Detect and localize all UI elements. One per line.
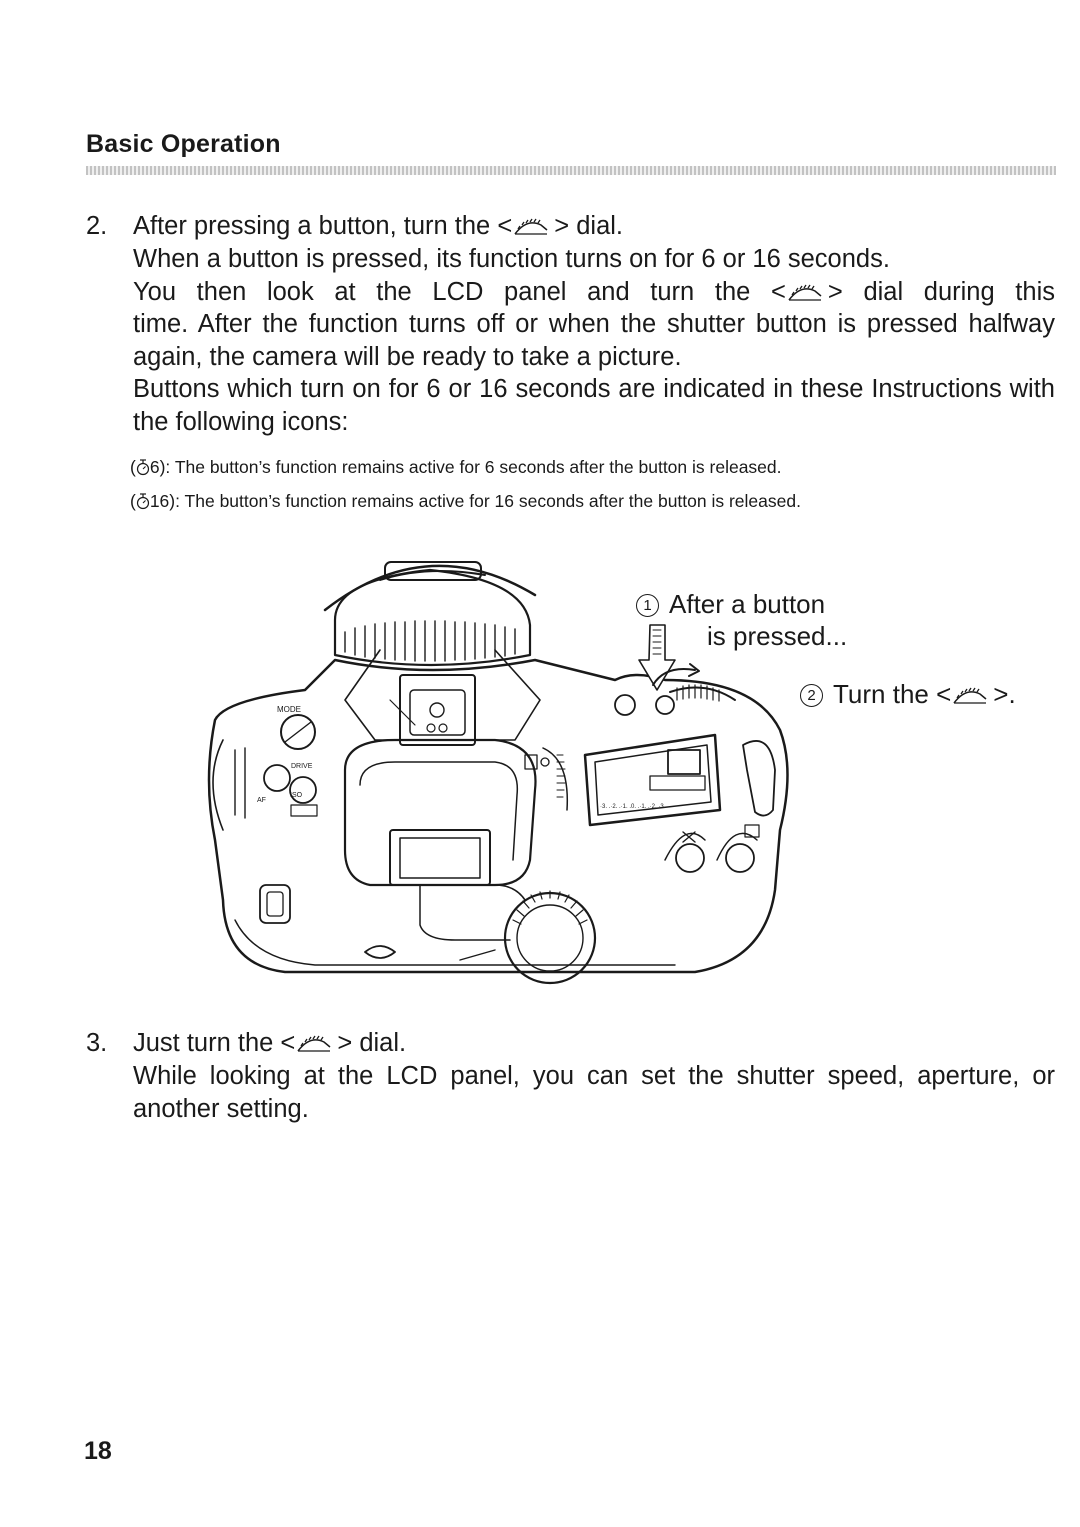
circled-number-1: 1 — [636, 594, 659, 617]
step-2-para1-line1: When a button is pressed, its function t… — [133, 245, 890, 273]
step-3-number: 3. — [86, 1029, 108, 1057]
callout-1: 1 After a button — [636, 588, 825, 620]
step-2-heading-end: dial. — [576, 212, 623, 240]
camera-top-illustration: MODE DRIVE ISO AF ·3. .·2. .·1. .0. .·1.… — [207, 561, 789, 985]
section-rule — [86, 166, 1056, 175]
circled-number-2: 2 — [800, 684, 823, 707]
bracket-open: < — [497, 212, 513, 240]
timer-notes: (6): The button’s function remains activ… — [130, 450, 801, 518]
iso-label: ISO — [290, 792, 303, 799]
step-3-body: While looking at the LCD panel, you can … — [133, 1062, 1055, 1123]
main-dial-icon — [297, 1035, 331, 1052]
step-2-body: When a button is pressed, its function t… — [133, 243, 1055, 438]
main-dial-icon — [514, 218, 548, 235]
timer-icon — [136, 459, 149, 476]
af-label: AF — [257, 797, 266, 804]
note-16-text: The button’s function remains active for… — [184, 491, 801, 511]
step-2-heading: After pressing a button, turn the < > dia… — [133, 210, 623, 243]
note-6-seconds: (6): The button’s function remains activ… — [130, 457, 782, 477]
page-number: 18 — [84, 1437, 112, 1465]
note-6-text: The button’s function remains active for… — [174, 457, 782, 477]
main-dial-icon — [953, 687, 987, 704]
step-2-heading-text: After pressing a button, turn the — [133, 212, 491, 240]
section-title: Basic Operation — [86, 130, 281, 158]
timer-icon — [136, 493, 149, 510]
step-2-number: 2. — [86, 212, 108, 240]
step-2-para1-line2: You then look at the LCD panel and turn … — [133, 277, 1055, 306]
note-16-seconds: (16): The button’s function remains acti… — [130, 491, 801, 511]
callout-1-line1: After a button — [669, 589, 826, 619]
bracket-close: > — [554, 212, 570, 240]
callout-1-line2: is pressed... — [707, 621, 848, 651]
step-2-para1-rest: time. After the function turns off or wh… — [133, 310, 1055, 371]
lcd-scale-label: ·3. .·2. .·1. .0. .·1. .·2. ·3 — [600, 804, 664, 810]
step-3-heading: Just turn the <> dial. — [133, 1029, 407, 1057]
mode-label: MODE — [277, 705, 301, 714]
step-2-para2: Buttons which turn on for 6 or 16 second… — [133, 375, 1055, 436]
drive-label: DRIVE — [291, 763, 313, 770]
main-dial-icon — [788, 284, 822, 301]
